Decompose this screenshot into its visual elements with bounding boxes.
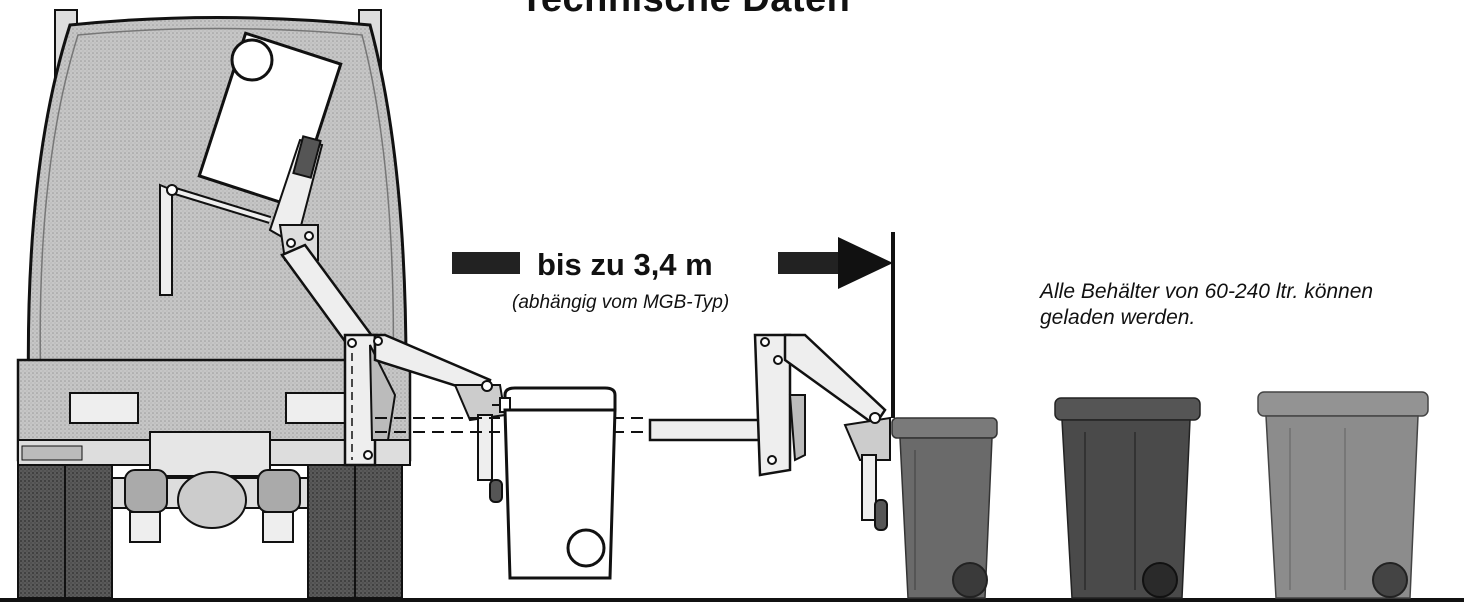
bin-photo-2 <box>1054 397 1201 599</box>
page-title: Technische Daten <box>520 0 850 21</box>
container-note-line-2: geladen werden. <box>1040 306 1196 329</box>
bin-photo-1 <box>891 417 998 599</box>
truck-rear-view <box>16 9 412 599</box>
container-note-line-1: Alle Behälter von 60-240 ltr. können <box>1040 280 1374 303</box>
reach-arrow <box>452 232 895 418</box>
arm-retracted <box>373 333 520 503</box>
arm-extended <box>648 333 891 531</box>
reach-label: bis zu 3,4 m <box>537 247 713 282</box>
reach-note: (abhängig vom MGB-Typ) <box>512 292 730 313</box>
bin-photo-3 <box>1257 391 1429 599</box>
container-note: Alle Behälter von 60-240 ltr. können gel… <box>1040 279 1460 331</box>
bin-outline-near-truck <box>499 386 617 580</box>
